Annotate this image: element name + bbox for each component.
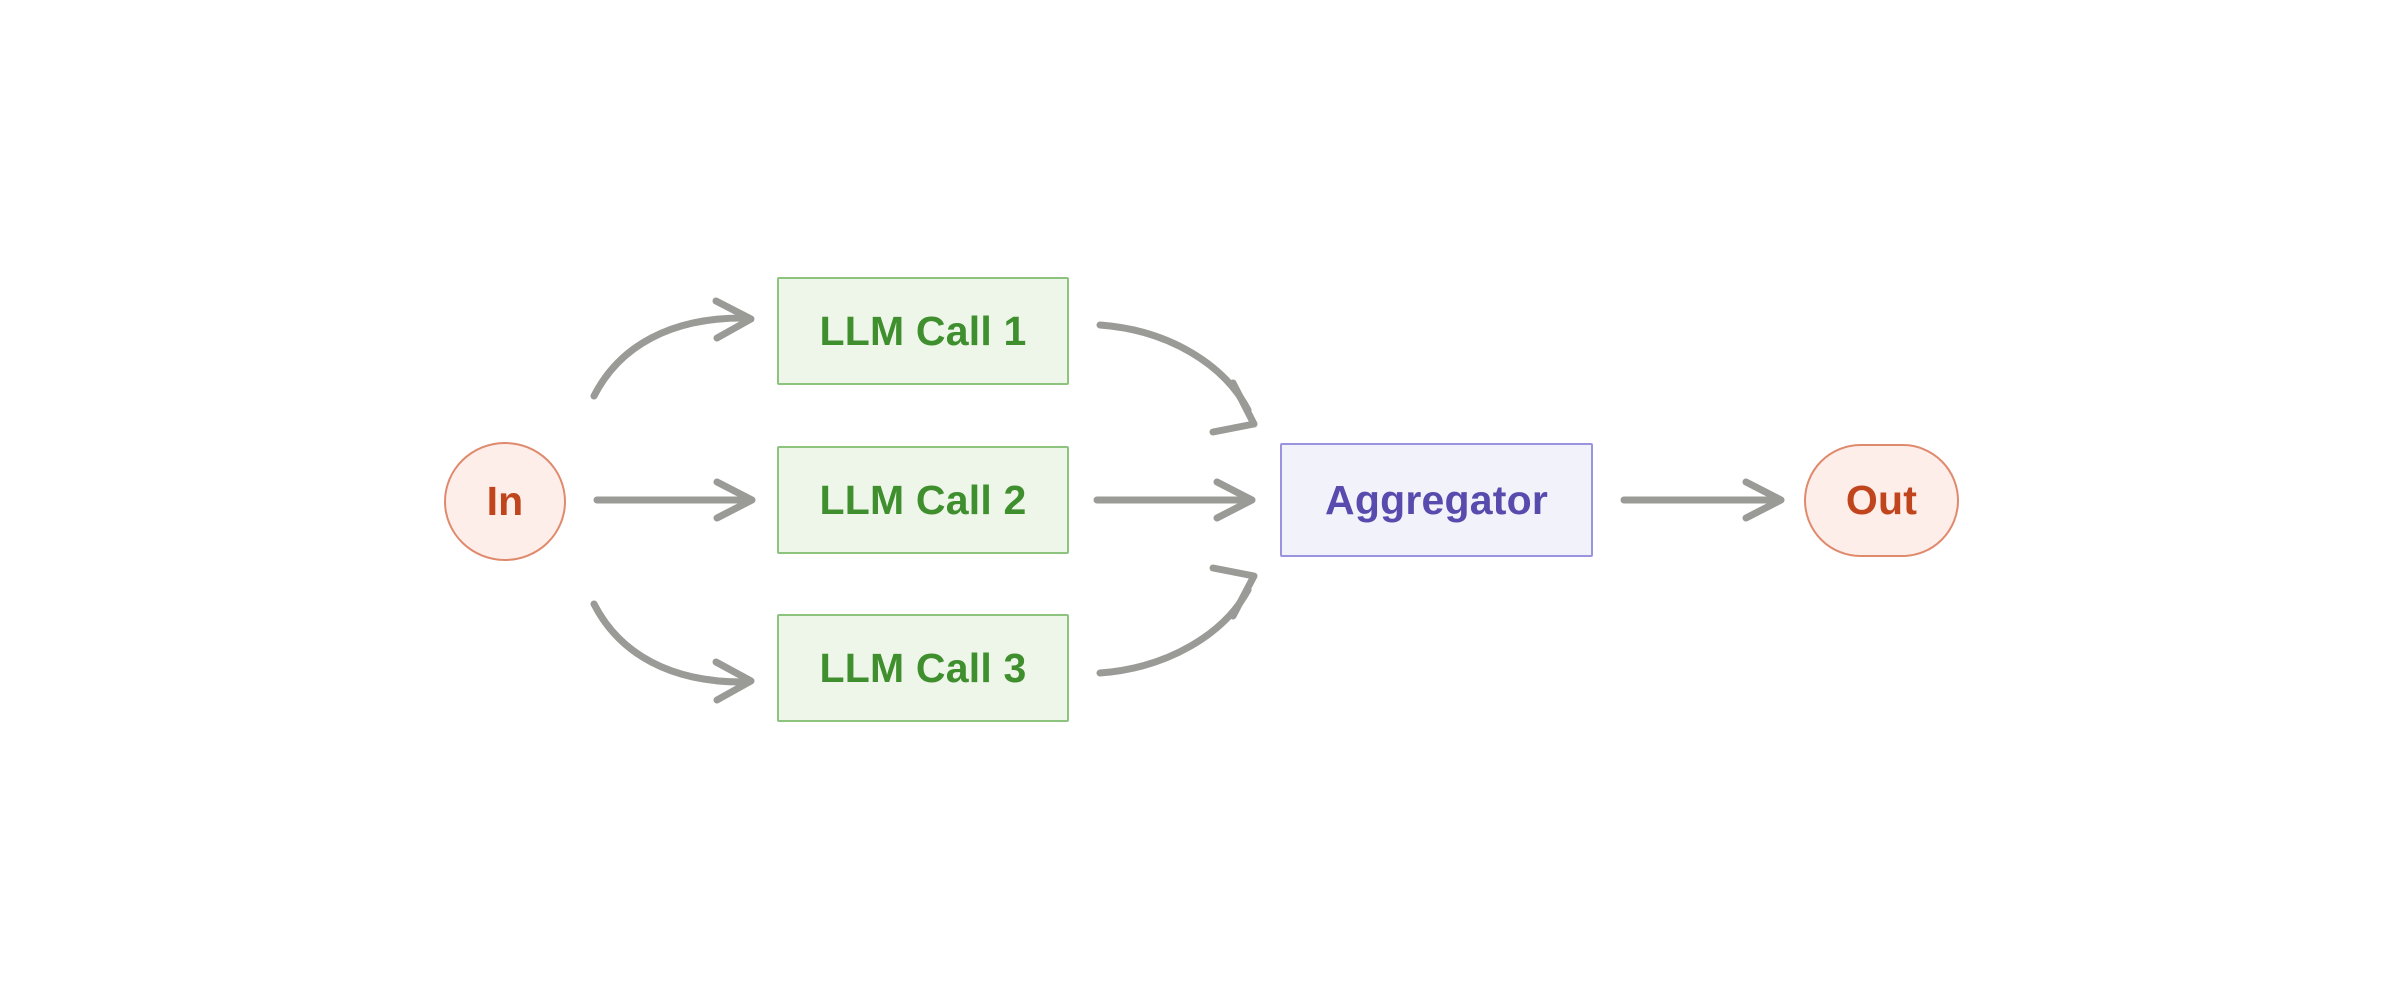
node-llm-call-3-label: LLM Call 3 bbox=[819, 644, 1027, 691]
node-llm-call-3[interactable]: LLM Call 3 bbox=[777, 614, 1069, 722]
edge-llm-call-2-to-aggregator bbox=[1093, 478, 1256, 522]
node-output[interactable]: Out bbox=[1804, 444, 1959, 557]
node-aggregator-label: Aggregator bbox=[1325, 476, 1548, 523]
edge-in-to-llm-call-3 bbox=[590, 600, 755, 704]
node-output-label: Out bbox=[1845, 477, 1918, 523]
node-llm-call-2-label: LLM Call 2 bbox=[819, 476, 1027, 523]
node-input[interactable]: In bbox=[444, 442, 566, 561]
edge-llm-call-3-to-aggregator bbox=[1096, 564, 1258, 677]
node-llm-call-1-label: LLM Call 1 bbox=[819, 307, 1027, 354]
edge-in-to-llm-call-2 bbox=[593, 478, 756, 522]
edge-llm-call-1-to-aggregator bbox=[1096, 321, 1258, 436]
edge-aggregator-to-out bbox=[1620, 478, 1785, 522]
node-input-label: In bbox=[486, 478, 524, 524]
node-llm-call-2[interactable]: LLM Call 2 bbox=[777, 446, 1069, 554]
node-llm-call-1[interactable]: LLM Call 1 bbox=[777, 277, 1069, 385]
edge-in-to-llm-call-1 bbox=[590, 297, 755, 400]
node-aggregator[interactable]: Aggregator bbox=[1280, 443, 1593, 557]
